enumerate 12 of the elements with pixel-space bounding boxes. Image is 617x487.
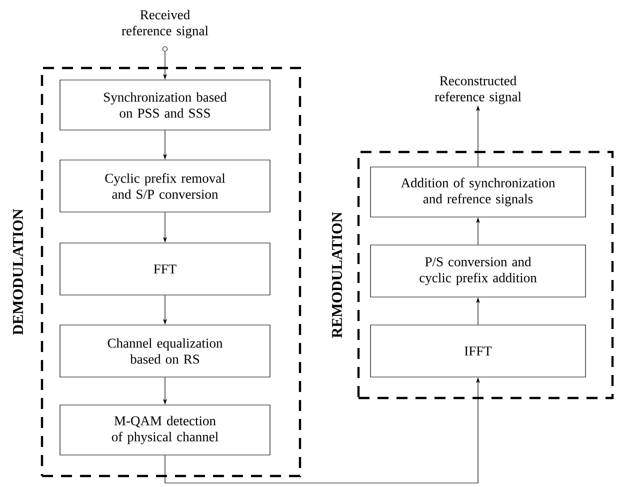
process-box: IFFT <box>370 324 586 378</box>
process-box: P/S conversion and cyclic prefix addition <box>370 244 586 298</box>
node-label: REMODULATION <box>332 212 342 338</box>
process-box: Channel equalization based on RS <box>60 324 270 378</box>
process-box: FFT <box>60 242 270 296</box>
process-box: Cyclic prefix removal and S/P conversion <box>60 160 270 212</box>
signal-label: Reconstructed reference signal <box>434 76 522 104</box>
node-label: DEMODULATION <box>12 209 24 335</box>
process-box: Synchronization based on PSS and SSS <box>60 80 270 130</box>
process-box: Addition of synchronization and refrence signals <box>370 166 586 218</box>
process-box: M-QAM detection of physical channel <box>60 404 270 456</box>
signal-label: Received reference signal <box>122 10 208 38</box>
